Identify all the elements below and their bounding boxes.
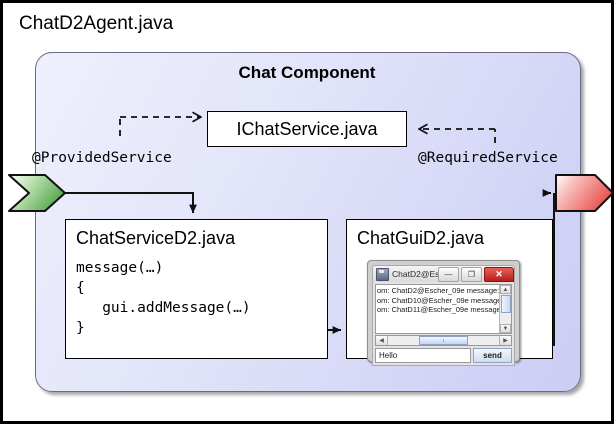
java-coffee-cup-icon bbox=[376, 267, 389, 281]
scroll-up-icon[interactable]: ▲ bbox=[500, 285, 511, 294]
minimize-icon[interactable]: — bbox=[438, 266, 459, 282]
chat-service-class-name: ChatServiceD2.java bbox=[76, 228, 236, 248]
chat-message-list[interactable]: om: ChatD2@Escher_09e message: Hello om:… bbox=[375, 284, 512, 334]
vertical-scrollbar[interactable]: ▲ ▼ bbox=[499, 285, 511, 333]
chat-input-row: Hello send bbox=[375, 348, 512, 363]
scroll-left-icon[interactable]: ◀ bbox=[376, 336, 388, 345]
chat-service-class-box: ChatServiceD2.java message(…) { gui.addM… bbox=[65, 219, 328, 359]
horizontal-scrollbar-thumb[interactable] bbox=[419, 336, 468, 345]
chat-window-title: ChatD2@Esch… bbox=[392, 269, 438, 279]
chat-window-body: om: ChatD2@Escher_09e message: Hello om:… bbox=[372, 282, 515, 366]
list-item: om: ChatD10@Escher_09e message: Hello bbox=[377, 295, 499, 305]
list-item: om: ChatD2@Escher_09e message: Hello bbox=[377, 286, 499, 295]
scroll-right-icon[interactable]: ▶ bbox=[499, 336, 511, 345]
scroll-down-icon[interactable]: ▼ bbox=[500, 324, 511, 333]
chat-gui-class-name: ChatGuiD2.java bbox=[357, 228, 485, 248]
chat-window-titlebar[interactable]: ChatD2@Esch… — ❐ ✕ bbox=[372, 265, 515, 282]
provided-service-annotation: @ProvidedService bbox=[32, 150, 172, 166]
required-service-annotation: @RequiredService bbox=[418, 150, 558, 166]
chat-message-input[interactable]: Hello bbox=[375, 348, 471, 363]
component-title: Chat Component bbox=[238, 63, 376, 82]
embedded-chat-window: ChatD2@Esch… — ❐ ✕ om: ChatD2@Escher_09e… bbox=[367, 260, 520, 366]
interface-box: IChatService.java bbox=[207, 111, 407, 147]
maximize-icon[interactable]: ❐ bbox=[461, 266, 482, 282]
list-item: om: ChatD11@Escher_09e message: Hello bbox=[377, 305, 499, 314]
chat-message-list-inner: om: ChatD2@Escher_09e message: Hello om:… bbox=[376, 285, 499, 333]
close-icon[interactable]: ✕ bbox=[484, 266, 514, 282]
send-button[interactable]: send bbox=[473, 348, 512, 363]
horizontal-scrollbar[interactable]: ◀ ▶ bbox=[375, 335, 512, 346]
chat-service-class-code: message(…) { gui.addMessage(…) } bbox=[76, 260, 251, 336]
horizontal-scrollbar-track[interactable] bbox=[388, 336, 499, 345]
interface-box-label: IChatService.java bbox=[236, 118, 378, 139]
vertical-scrollbar-thumb[interactable] bbox=[501, 295, 511, 313]
agent-title: ChatD2Agent.java bbox=[19, 13, 174, 34]
